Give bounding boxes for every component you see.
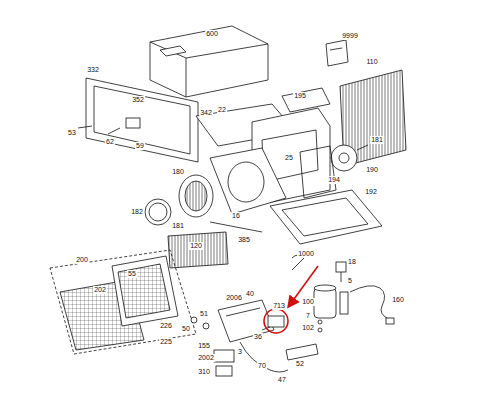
callout-number: 102 [301, 324, 315, 332]
callout-number: 52 [295, 360, 305, 368]
callout-number: 202 [93, 286, 107, 294]
callout-number: 1000 [297, 250, 315, 258]
callout-number: 190 [365, 166, 379, 174]
callout-number: 342 [199, 109, 213, 117]
callout-number: 310 [197, 368, 211, 376]
callout-number: 22 [217, 106, 227, 114]
callout-number: 100 [301, 298, 315, 306]
callout-number: 713 [272, 302, 286, 310]
callout-number: 225 [159, 338, 173, 346]
callout-number: 332 [86, 66, 100, 74]
callout-number: 5 [347, 277, 353, 285]
callout-number: 120 [189, 242, 203, 250]
callout-number: 47 [277, 376, 287, 384]
callout-number: 18 [347, 258, 357, 266]
callout-number: 192 [364, 188, 378, 196]
callout-number: 180 [171, 168, 185, 176]
callout-number: 2002 [197, 354, 215, 362]
callout-number: 7 [305, 312, 311, 320]
callout-number: 50 [181, 325, 191, 333]
callout-number: 59 [135, 142, 145, 150]
callout-number: 3 [237, 348, 243, 356]
callout-number: 226 [159, 322, 173, 330]
callout-number: 160 [391, 296, 405, 304]
callout-number: 182 [130, 208, 144, 216]
callout-number: 200 [75, 256, 89, 264]
callout-number: 16 [231, 212, 241, 220]
callout-number: 51 [199, 310, 209, 318]
callout-number: 62 [105, 138, 115, 146]
callout-number: 155 [197, 342, 211, 350]
callout-number: 194 [327, 176, 341, 184]
callout-number: 181 [370, 136, 384, 144]
callout-number: 110 [365, 58, 378, 66]
callout-number: 9999 [341, 32, 359, 40]
callout-number: 195 [293, 92, 307, 100]
callout-number: 385 [237, 236, 251, 244]
callout-number: 53 [67, 129, 77, 137]
callout-number: 600 [205, 30, 219, 38]
callout-number: 40 [245, 290, 255, 298]
callout-number: 70 [257, 362, 267, 370]
callout-number: 352 [131, 96, 145, 104]
callout-number: 181 [171, 222, 185, 230]
callout-number: 25 [284, 154, 294, 162]
callout-number: 55 [127, 270, 137, 278]
callout-number: 2006 [225, 294, 243, 302]
callout-number: 36 [253, 333, 263, 341]
